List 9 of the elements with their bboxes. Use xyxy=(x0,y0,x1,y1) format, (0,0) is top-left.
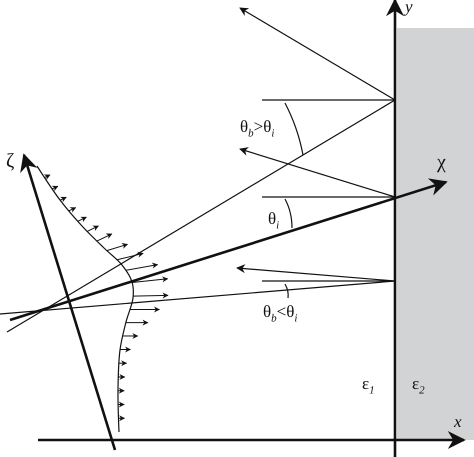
math-label: θ$_{b}$>θ$_{i}$ xyxy=(240,118,274,140)
math-label: θ$_{b}$<θ$_{i}$ xyxy=(263,303,298,324)
math-label: θ$_{i}$ xyxy=(268,210,280,232)
math-label: ε$_{1}$ xyxy=(362,375,375,396)
math-label: y xyxy=(405,0,413,15)
math-label: χ xyxy=(437,152,446,172)
math-label: x xyxy=(454,413,462,430)
math-label: ε$_{2}$ xyxy=(412,375,425,396)
math-label: ζ xyxy=(6,151,14,171)
